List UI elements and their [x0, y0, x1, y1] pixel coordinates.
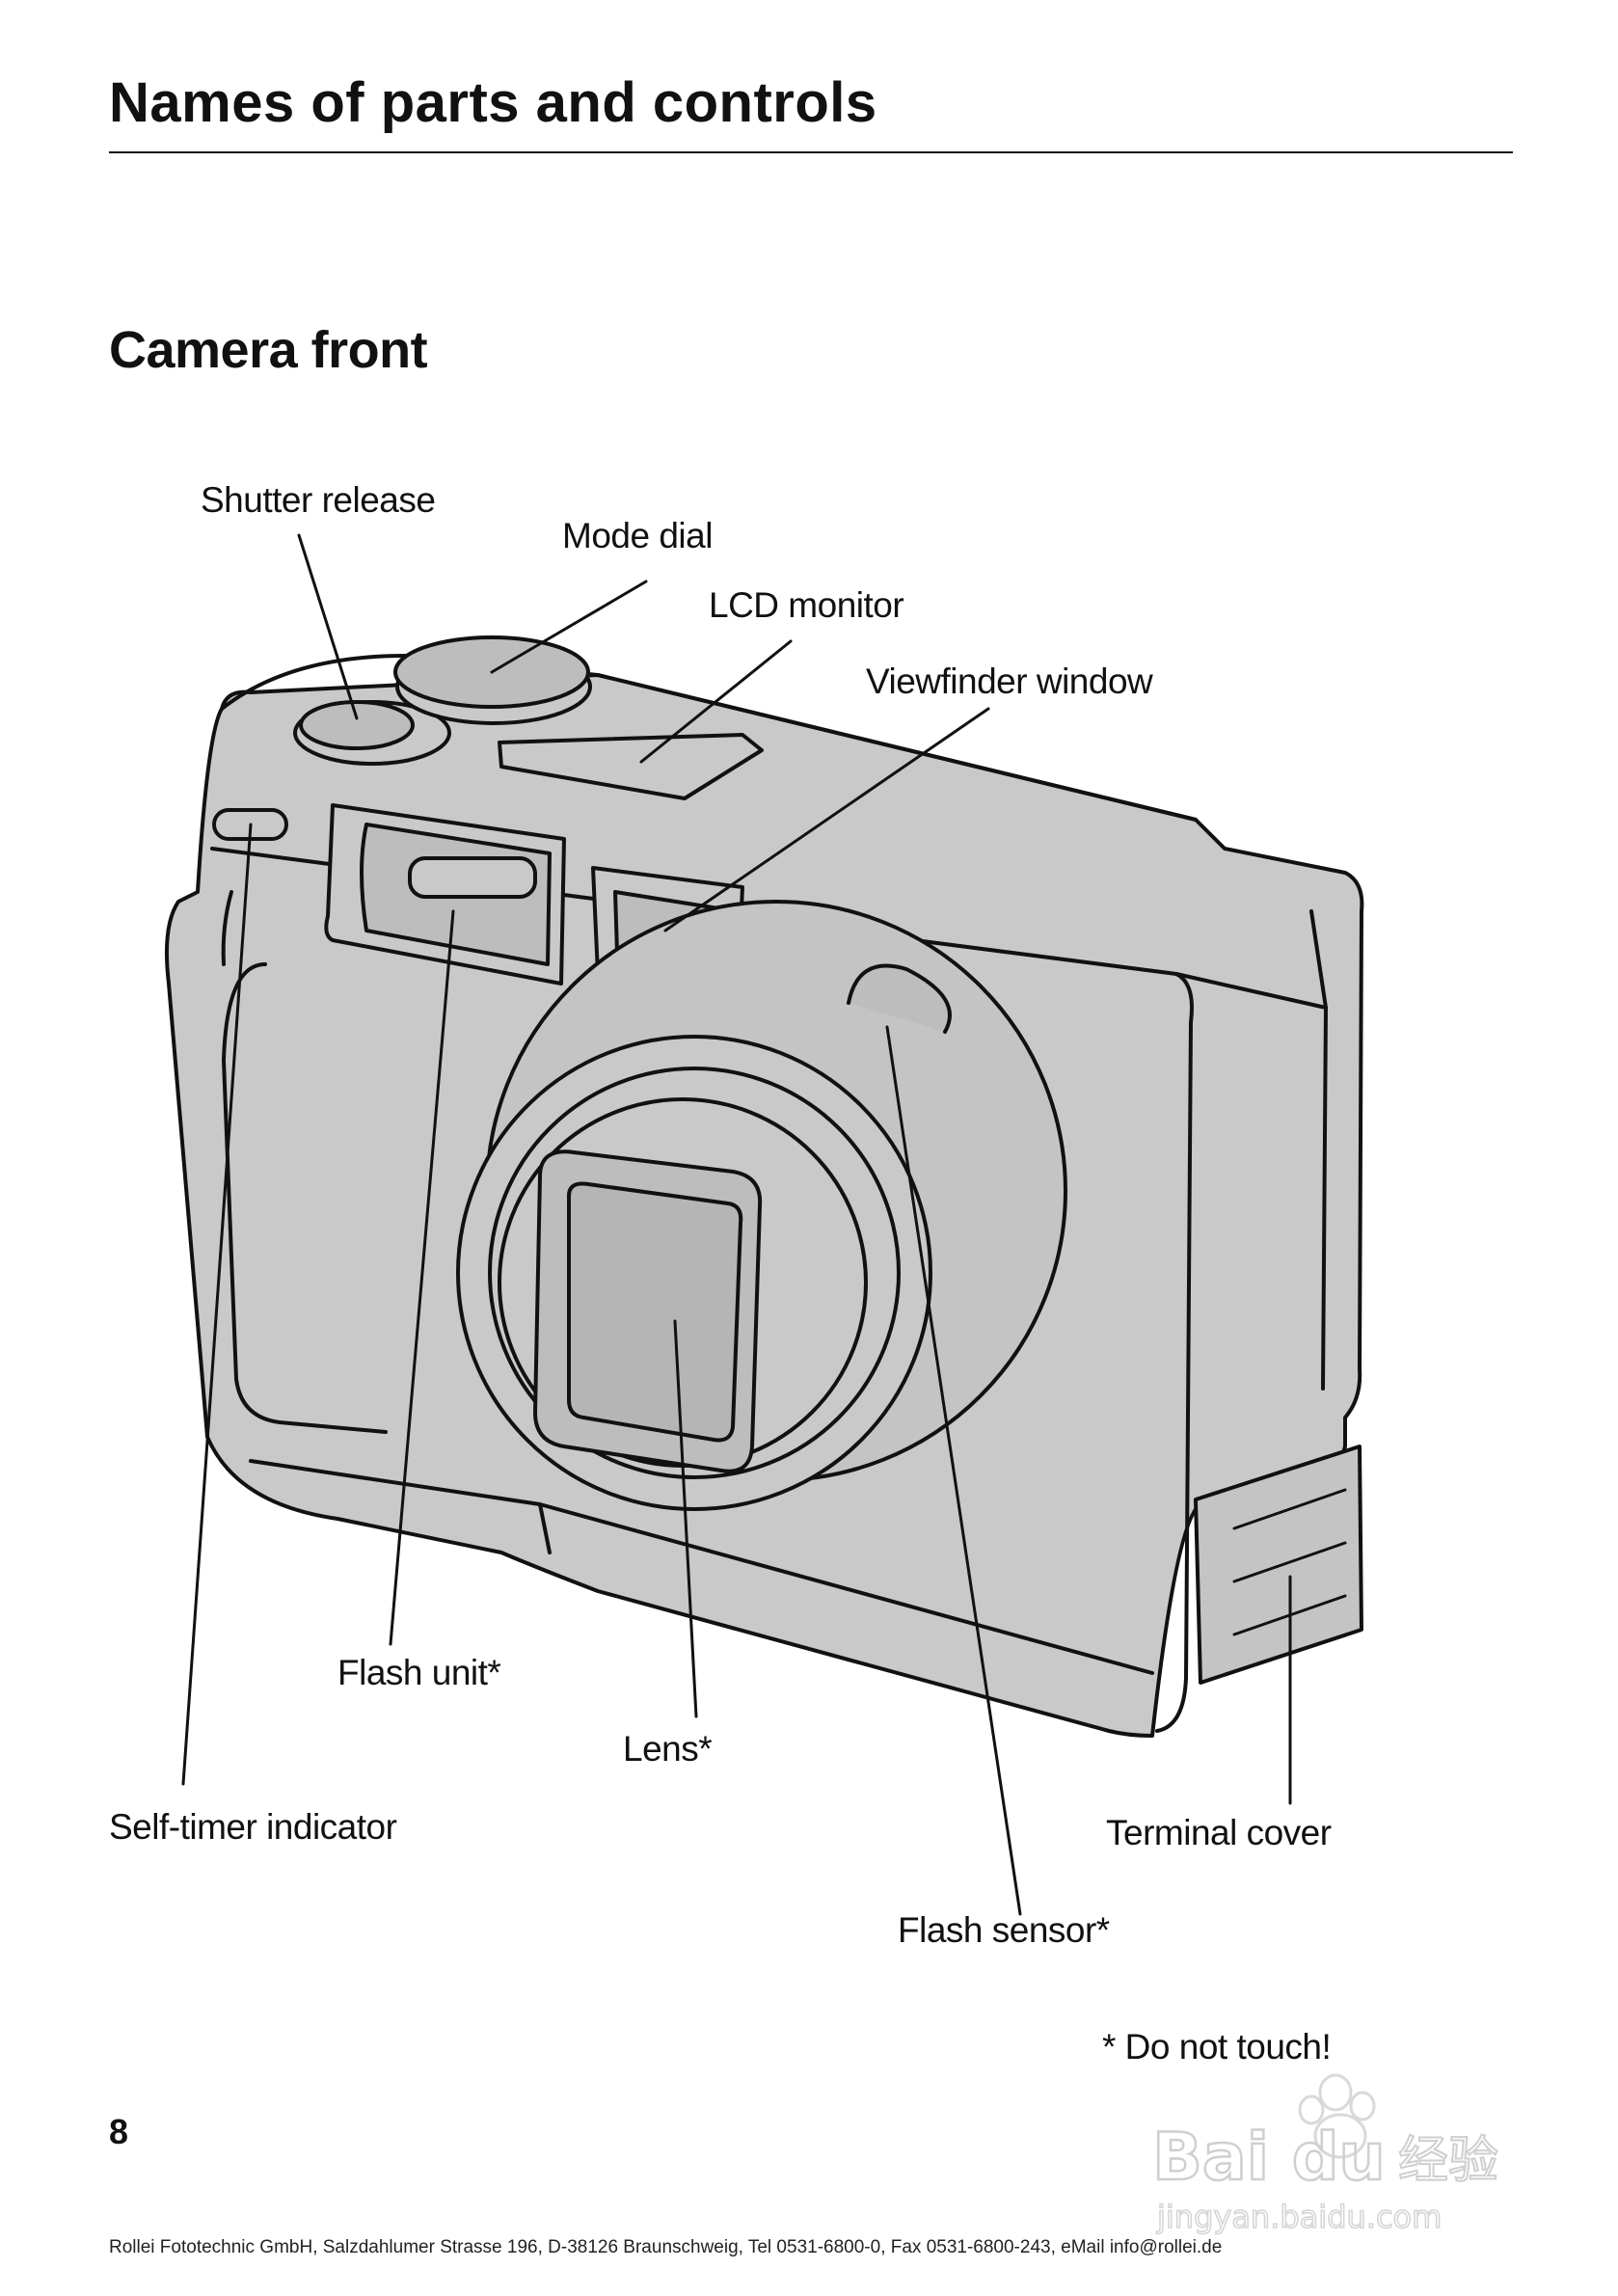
watermark-url: jingyan.baidu.com: [1156, 2199, 1442, 2235]
callout-shutter-release: Shutter release: [201, 480, 436, 520]
callout-lcd-monitor: LCD monitor: [709, 585, 904, 625]
watermark-brand: Bai du: [1152, 2120, 1386, 2196]
callout-mode-dial: Mode dial: [562, 516, 713, 555]
section-title: Camera front: [109, 321, 428, 379]
flash-tube: [408, 856, 537, 899]
leader-viewfinder-window: [663, 707, 990, 932]
leader-lens: [673, 1319, 698, 1718]
page-number: 8: [109, 2112, 129, 2151]
leader-lcd-monitor: [639, 639, 793, 764]
callout-flash-sensor: Flash sensor*: [898, 1910, 1110, 1950]
leader-self-timer: [181, 823, 253, 1786]
side-panel-inner: [1309, 909, 1328, 1391]
lens-glass: [567, 1181, 743, 1443]
top-lcd: [498, 733, 764, 800]
grip-edge: [221, 890, 233, 966]
hand-grip: [222, 962, 388, 1434]
callout-flash-unit: Flash unit*: [337, 1653, 501, 1692]
leader-shutter-release: [297, 533, 359, 720]
top-plate: [220, 654, 1198, 822]
flash-sensor-bump: [847, 963, 952, 1034]
leader-flash-sensor: [885, 1025, 1022, 1916]
callout-lens: Lens*: [623, 1729, 713, 1769]
footer-address: Rollei Fototechnic GmbH, Salzdahlumer St…: [109, 2237, 1223, 2257]
baidu-watermark: Bai du 经验 jingyan.baidu.com: [1151, 2073, 1499, 2236]
footnote: * Do not touch!: [1102, 2027, 1332, 2066]
watermark-brand-suffix: 经验: [1398, 2132, 1498, 2190]
title-divider: [109, 151, 1513, 153]
callout-viewfinder-window: Viewfinder window: [866, 662, 1153, 701]
bottom-step: [538, 1502, 552, 1554]
callout-self-timer-indicator: Self-timer indicator: [109, 1807, 397, 1847]
page-title: Names of parts and controls: [109, 71, 877, 134]
leader-mode-dial: [490, 580, 648, 674]
side-panel: [1155, 972, 1194, 1733]
shutter-button: [299, 700, 415, 750]
callout-terminal-cover: Terminal cover: [1106, 1813, 1332, 1852]
leader-flash-unit: [389, 909, 455, 1646]
